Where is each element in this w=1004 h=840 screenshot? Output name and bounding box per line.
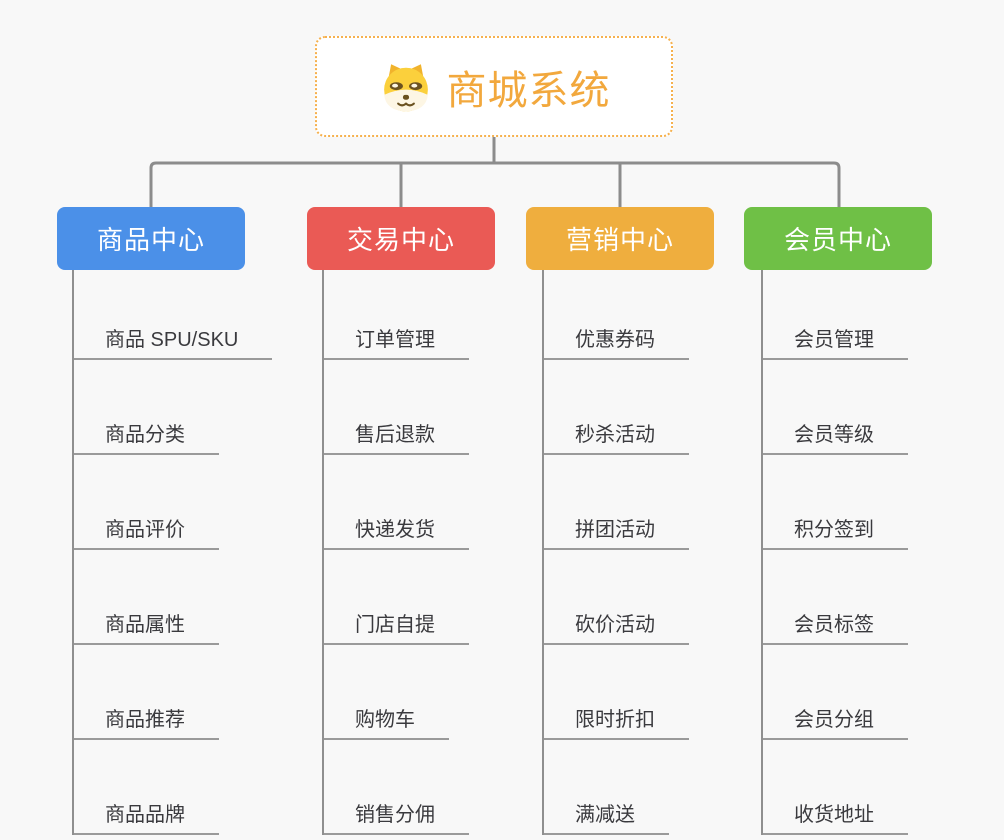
branch-node-marketing-center[interactable]: 营销中心 — [526, 207, 714, 270]
leaf-node[interactable]: 商品评价 — [74, 455, 219, 550]
branch-children-product: 商品 SPU/SKU 商品分类 商品评价 商品属性 商品推荐 商品品牌 — [72, 270, 273, 835]
leaf-node[interactable]: 会员等级 — [763, 360, 908, 455]
leaf-node[interactable]: 购物车 — [324, 645, 449, 740]
leaf-node[interactable]: 会员分组 — [763, 645, 908, 740]
leaf-node[interactable]: 商品分类 — [74, 360, 219, 455]
branch-label: 交易中心 — [346, 225, 455, 255]
leaf-node[interactable]: 会员管理 — [763, 270, 908, 360]
branch-node-member-center[interactable]: 会员中心 — [744, 207, 932, 270]
leaf-node[interactable]: 商品品牌 — [74, 740, 219, 835]
branch-label: 会员中心 — [783, 225, 892, 255]
leaf-node[interactable]: 积分签到 — [763, 455, 908, 550]
leaf-node[interactable]: 会员标签 — [763, 550, 908, 645]
leaf-node[interactable]: 收货地址 — [763, 740, 908, 835]
leaf-node[interactable]: 优惠券码 — [544, 270, 689, 360]
root-node[interactable]: 商城系统 — [315, 36, 673, 137]
leaf-node[interactable]: 门店自提 — [324, 550, 469, 645]
leaf-node[interactable]: 快递发货 — [324, 455, 469, 550]
branch-label: 商品中心 — [96, 225, 205, 255]
leaf-node[interactable]: 砍价活动 — [544, 550, 689, 645]
dog-icon — [383, 63, 428, 111]
branch-children-member: 会员管理 会员等级 积分签到 会员标签 会员分组 收货地址 — [761, 270, 908, 835]
leaf-node[interactable]: 拼团活动 — [544, 455, 689, 550]
leaf-node[interactable]: 秒杀活动 — [544, 360, 689, 455]
leaf-node[interactable]: 满减送 — [544, 740, 669, 835]
leaf-node[interactable]: 限时折扣 — [544, 645, 689, 740]
branch-label: 营销中心 — [565, 225, 674, 255]
leaf-node[interactable]: 订单管理 — [324, 270, 469, 360]
leaf-node[interactable]: 商品 SPU/SKU — [74, 270, 273, 360]
branch-node-product-center[interactable]: 商品中心 — [57, 207, 245, 270]
branch-children-trade: 订单管理 售后退款 快递发货 门店自提 购物车 销售分佣 — [322, 270, 469, 835]
leaf-node[interactable]: 销售分佣 — [324, 740, 469, 835]
leaf-node[interactable]: 售后退款 — [324, 360, 469, 455]
branch-node-trade-center[interactable]: 交易中心 — [307, 207, 495, 270]
root-title: 商城系统 — [446, 68, 611, 113]
leaf-node[interactable]: 商品属性 — [74, 550, 219, 645]
leaf-node[interactable]: 商品推荐 — [74, 645, 219, 740]
branch-children-marketing: 优惠券码 秒杀活动 拼团活动 砍价活动 限时折扣 满减送 — [542, 270, 689, 835]
